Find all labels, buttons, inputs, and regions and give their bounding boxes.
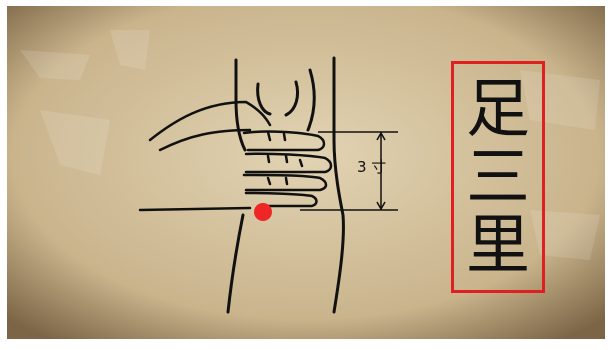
red-dot-icon xyxy=(254,203,272,221)
measurement-label: 3 寸 xyxy=(357,156,386,177)
frame-top xyxy=(0,0,611,6)
frame-left xyxy=(0,0,7,345)
title-char-2: 三 xyxy=(451,146,545,210)
title-char-3: 里 xyxy=(451,214,545,278)
frame-bottom xyxy=(0,339,611,345)
title-char-1: 足 xyxy=(451,78,545,142)
frame-right xyxy=(605,0,611,345)
